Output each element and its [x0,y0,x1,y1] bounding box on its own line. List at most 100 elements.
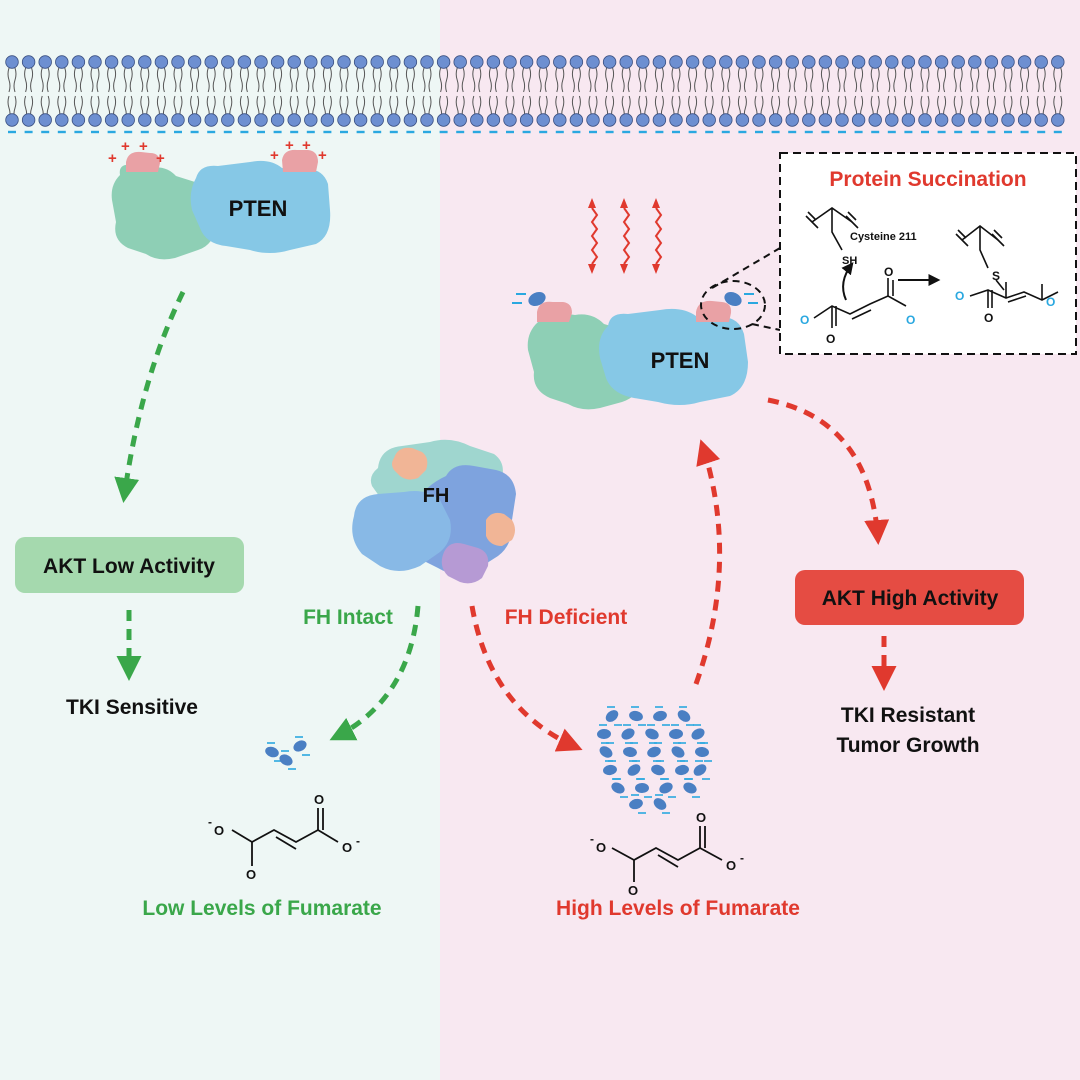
arrow-pten-to-akt-high [767,397,890,545]
phospholipid [602,55,617,127]
fumarate-molecule [659,782,673,794]
tki-resistant-label: TKI Resistant [841,704,975,727]
cysteine-label: Cysteine 211 [850,231,917,243]
oxygen-label: O [826,332,835,346]
fh-subunit-peach [486,512,515,546]
left-pten-protein [190,160,331,253]
phospholipid [868,55,882,127]
phospholipid [569,55,584,127]
fumarate-molecule [293,740,307,752]
minus-sign: - [590,832,594,846]
phospholipid [55,55,69,127]
oxygen-label: O [246,867,256,882]
phospholipid [519,55,534,127]
succinyl-group [724,291,742,307]
phospholipid [470,55,484,127]
minus-sign: - [740,851,744,865]
fumarate-molecule [651,764,665,776]
phospholipid [619,55,633,127]
fh-subunit-peach [392,447,428,480]
left-pink-domain-1 [126,151,160,172]
phospholipid [768,55,783,127]
right-pten-complex: PTEN [512,291,758,410]
phospholipid [21,55,36,127]
phospholipid [88,55,102,127]
phospholipid [486,55,501,127]
attack-arrow [841,262,854,301]
phospholipid [636,55,650,127]
phospholipid [187,55,202,127]
fumarate-molecule [627,764,641,776]
phospholipid [254,55,268,127]
oxide-label: O [596,840,606,855]
phospholipid [320,55,335,127]
plus-charge: + [302,137,311,154]
fumarate-molecule [605,710,619,722]
fh-label: FH [423,485,450,507]
phospholipid [951,55,965,127]
fumarate-molecule [645,728,659,740]
phospholipid [204,55,218,127]
fh-intact-label: FH Intact [303,606,393,629]
fh-protein: FH [352,439,516,584]
phospholipid [270,55,285,127]
phospholipid [968,55,982,127]
fumarate-molecule [647,746,661,758]
phospholipid [669,55,683,127]
phospholipid [652,55,667,127]
phospholipid [121,55,135,127]
plus-charge: + [270,147,279,164]
phospholipid [586,55,600,127]
low-fumarate-label: Low Levels of Fumarate [142,897,381,920]
akt-low-activity-label: AKT Low Activity [43,555,215,578]
oxide-label: O [214,823,224,838]
cell-membrane [5,55,1065,134]
fumarate-molecule [265,746,279,758]
phospholipid [918,55,932,127]
phospholipid [1001,55,1015,127]
arrow-fh-intact-to-low-fumarate [329,605,421,741]
fumarate-molecule [629,798,643,810]
arrow-pten-to-akt-low [114,290,186,503]
phospholipid [154,55,169,127]
fumarate-molecule [677,710,691,722]
phospholipid [785,55,799,127]
fumarate-molecule [623,746,637,758]
inset-fumarate-structure [813,278,907,328]
repulsion-zigzag-arrows [588,198,663,274]
phospholipid [353,55,368,127]
right-pten-label: PTEN [651,348,710,373]
phospholipid [885,55,899,127]
oxygen-label: O [314,792,324,807]
oxide-label: O [955,289,964,303]
phospholipid [802,55,816,127]
fumarate-molecule [691,728,705,740]
fumarate-molecule [621,728,635,740]
fumarate-molecule [653,798,667,810]
akt-high-activity-label: AKT High Activity [822,587,999,610]
phospholipid [553,55,567,127]
phospholipid [436,55,451,127]
phospholipid [104,55,119,127]
fumarate-molecule [597,728,611,740]
oxide-label: O [726,858,736,873]
succinyl-group [528,291,546,307]
plus-charge: + [121,138,130,155]
phospholipid [453,55,467,127]
minus-sign: - [356,834,360,848]
fumarate-molecule [635,782,649,794]
plus-charge: + [156,150,165,167]
oxide-label: O [906,313,915,327]
phospholipid [171,55,185,127]
cysteine-structure [805,207,859,251]
phospholipid [420,55,434,127]
zoom-circle [700,280,766,330]
plus-charge: + [285,137,294,154]
phospholipid [337,55,351,127]
phospholipid [851,55,866,127]
phospholipid [237,55,252,127]
low-fumarate-cluster [265,736,310,770]
left-partner-protein [111,164,216,260]
fumarate-molecule [669,728,683,740]
phospholipid [1017,55,1032,127]
